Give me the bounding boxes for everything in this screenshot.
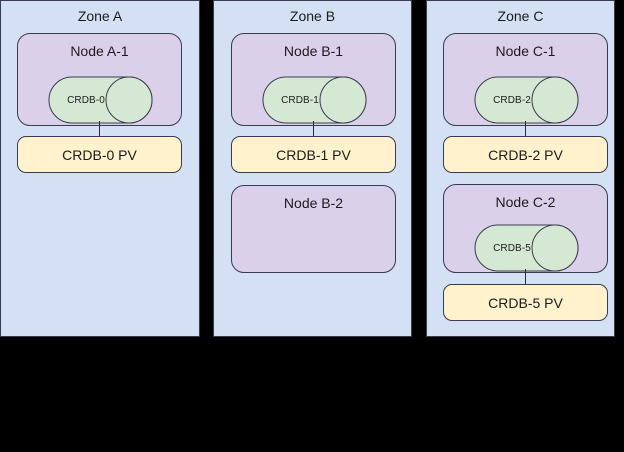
link-node-c-2-to-crdb-5-pv [525,269,526,285]
pod-crdb-2-label: CRDB-2 [493,94,531,106]
node-c-1-title: Node C-1 [495,43,556,59]
cylinder-icon [474,76,579,124]
pv-crdb-1-pv[interactable]: CRDB-1 PV [231,136,396,173]
node-c-2-title: Node C-2 [495,194,556,210]
pv-crdb-5-pv[interactable]: CRDB-5 PV [443,284,608,321]
link-node-b-1-to-crdb-1-pv [313,121,314,137]
link-node-c-1-to-crdb-2-pv [525,121,526,137]
pod-crdb-0[interactable]: CRDB-0 [48,76,153,124]
pod-crdb-5-label: CRDB-5 [493,242,531,254]
pod-crdb-1-label: CRDB-1 [281,94,319,106]
node-a-1-title: Node A-1 [70,43,129,59]
node-b-1-title: Node B-1 [283,43,344,59]
pod-crdb-1[interactable]: CRDB-1 [262,76,367,124]
node-b-2-title: Node B-2 [283,195,344,211]
zone-c-title: Zone C [497,8,544,24]
node-b-2-box[interactable]: Node B-2 [231,185,396,273]
pod-crdb-5[interactable]: CRDB-5 [474,224,579,272]
cylinder-icon [48,76,153,124]
cylinder-icon [262,76,367,124]
pv-crdb-2-pv[interactable]: CRDB-2 PV [443,136,608,173]
cylinder-icon [474,224,579,272]
pod-crdb-2[interactable]: CRDB-2 [474,76,579,124]
zone-b-title: Zone B [289,8,336,24]
link-node-a-1-to-crdb-0-pv [99,121,100,137]
pod-crdb-0-label: CRDB-0 [67,94,105,106]
zone-a-title: Zone A [77,8,123,24]
pv-crdb-0-pv[interactable]: CRDB-0 PV [17,136,182,173]
